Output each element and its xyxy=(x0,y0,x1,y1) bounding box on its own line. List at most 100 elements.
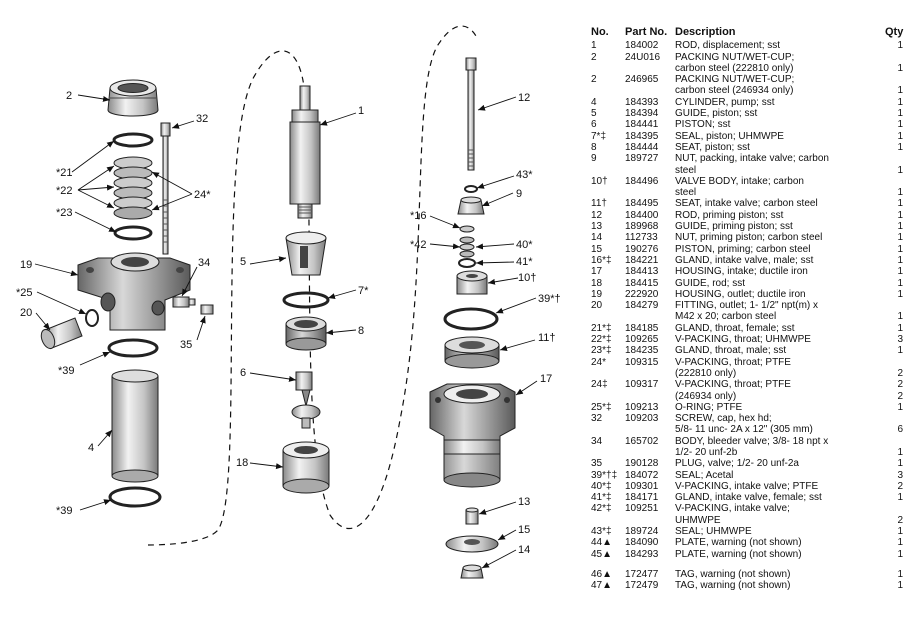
part-description: GLAND, intake valve, female; sst xyxy=(675,492,822,504)
part-quantity: 1 xyxy=(897,311,903,323)
part-description: BODY, bleeder valve; 3/8- 18 npt x xyxy=(675,435,829,447)
part-number-index xyxy=(591,311,625,322)
callout-11: 11† xyxy=(538,332,556,344)
part-description: SEAT, intake valve; carbon steel xyxy=(675,198,818,210)
part-quantity xyxy=(885,436,903,447)
part-number-index: 8 xyxy=(591,141,597,153)
part-number xyxy=(625,424,675,435)
callout-7: 7* xyxy=(358,285,369,297)
part-quantity: 1 xyxy=(897,108,903,120)
part-number-index xyxy=(591,85,625,96)
part-description: steel xyxy=(675,187,697,199)
priming-guide-part xyxy=(465,507,479,525)
part-quantity: 1 xyxy=(897,446,903,458)
part-number: 184393 xyxy=(625,96,659,108)
part-number-index: 5 xyxy=(591,108,597,120)
part-number: 190276 xyxy=(625,243,659,255)
part-description: PACKING NUT/WET-CUP; xyxy=(675,74,795,86)
part-number-index: 4 xyxy=(591,96,597,108)
header-part-no: Part No. xyxy=(625,26,668,38)
part-number-index: 35 xyxy=(591,458,603,470)
callout-6: 6 xyxy=(240,367,246,379)
part-description: GLAND, intake valve, male; sst xyxy=(675,254,814,266)
part-number-index: 17 xyxy=(591,266,603,278)
part-number xyxy=(625,515,675,526)
part-number xyxy=(625,368,675,379)
part-number: 109265 xyxy=(625,334,659,346)
callout-18: 18 xyxy=(236,457,248,469)
header-qty: Qty xyxy=(885,26,904,38)
outlet-fitting-part xyxy=(40,309,99,350)
part-number: 184279 xyxy=(625,300,659,312)
part-quantity: 1 xyxy=(897,345,903,357)
part-description: 5/8- 11 unc- 2A x 12" (305 mm) xyxy=(675,424,813,436)
part-description: UHMWPE xyxy=(675,514,721,526)
parts-list-row: (222810 only)2 xyxy=(591,368,903,379)
part-number xyxy=(625,165,675,176)
part-number xyxy=(625,187,675,198)
part-number-index: 16*‡ xyxy=(591,254,612,266)
part-number-index: 41*‡ xyxy=(591,492,612,504)
intake-valve-body-part xyxy=(456,270,488,295)
part-description: V-PACKING, throat; PTFE xyxy=(675,379,791,391)
part-description: O-RING; PTFE xyxy=(675,401,743,413)
part-description: GLAND, throat, female; sst xyxy=(675,322,795,334)
callout-40: 40* xyxy=(516,239,533,251)
displacement-rod-part xyxy=(289,85,321,219)
callout-17: 17 xyxy=(540,373,552,385)
part-number-index: 46▲ xyxy=(591,568,613,580)
callout-8: 8 xyxy=(358,325,364,337)
callout-14: 14 xyxy=(518,544,530,556)
part-number: 184171 xyxy=(625,492,659,504)
part-quantity: 1 xyxy=(897,458,903,470)
part-number xyxy=(625,447,675,458)
part-quantity: 1 xyxy=(897,209,903,221)
callout-2: 2 xyxy=(66,90,72,102)
part-number-index xyxy=(591,515,625,526)
part-quantity: 1 xyxy=(897,221,903,233)
part-number: 109301 xyxy=(625,480,659,492)
parts-list-header: No. Part No. Description Qty xyxy=(591,26,904,38)
part-quantity: 1 xyxy=(897,130,903,142)
callout-24: 24* xyxy=(194,189,211,201)
part-quantity: 1 xyxy=(897,288,903,300)
callout-19: 19 xyxy=(20,259,32,271)
part-number xyxy=(625,311,675,322)
part-quantity: 2 xyxy=(897,390,903,402)
part-number: 184400 xyxy=(625,209,659,221)
part-number-index: 44▲ xyxy=(591,537,613,549)
callout-5: 5 xyxy=(240,256,246,268)
part-number-index: 34 xyxy=(591,435,603,447)
part-quantity: 1 xyxy=(897,164,903,176)
part-quantity xyxy=(885,52,903,63)
part-number-index: 19 xyxy=(591,288,603,300)
part-quantity: 2 xyxy=(897,514,903,526)
part-number: 184090 xyxy=(625,537,659,549)
part-description: M42 x 20; carbon steel xyxy=(675,311,777,323)
intake-seal-small xyxy=(464,185,478,193)
part-quantity xyxy=(885,176,903,187)
part-number: 24U016 xyxy=(625,51,661,63)
part-description: SEAL; UHMWPE xyxy=(675,526,752,538)
part-quantity xyxy=(885,357,903,368)
part-number: 190128 xyxy=(625,458,659,470)
parts-list-row: 41*‡ 184171 GLAND, intake valve, female; s… xyxy=(591,492,903,503)
priming-piston-part xyxy=(445,535,499,553)
leader-lines xyxy=(34,94,538,569)
part-number-index: 39*†‡ xyxy=(591,469,618,481)
part-number-index xyxy=(591,165,625,176)
part-description: TAG, warning (not shown) xyxy=(675,568,791,580)
part-number-index: 18 xyxy=(591,277,603,289)
part-description: SEAL; Acetal xyxy=(675,469,734,481)
